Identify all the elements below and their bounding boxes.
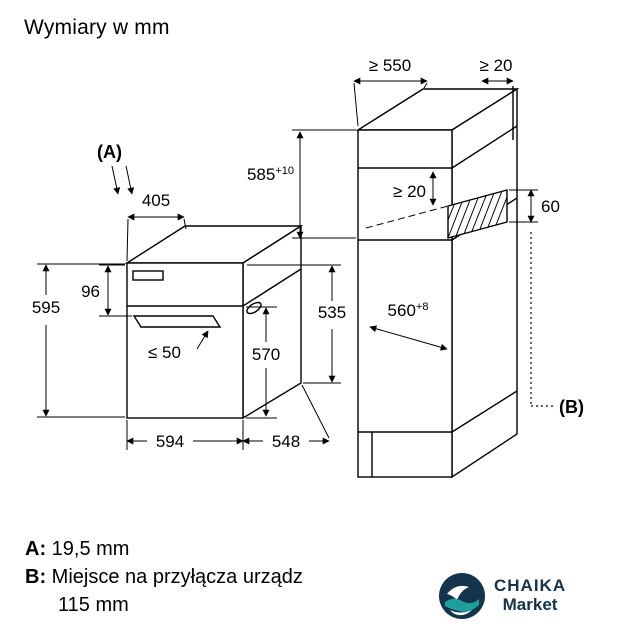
- note-b-text-2: 115 mm: [58, 594, 129, 616]
- note-b: B: Miejsce na przyłącza urządz: [25, 566, 303, 589]
- logo-line-2: Market: [502, 595, 558, 614]
- dim-560: 560+8: [369, 301, 448, 351]
- svg-text:535: 535: [318, 303, 346, 322]
- dim-callout-b: (B): [530, 232, 584, 417]
- chaika-logo-icon: [439, 573, 485, 619]
- logo-line-1: CHAIKA: [494, 576, 567, 596]
- note-b-key: B:: [25, 566, 47, 588]
- dim-595: 595: [32, 263, 125, 418]
- svg-text:≥ 550: ≥ 550: [369, 56, 411, 75]
- oven-display: [132, 270, 164, 281]
- oven-outline: [124, 224, 304, 420]
- svg-text:560+8: 560+8: [388, 301, 429, 320]
- dim-405: 405: [126, 191, 187, 262]
- svg-text:≤ 50: ≤ 50: [148, 343, 181, 362]
- svg-text:585+10: 585+10: [247, 165, 294, 184]
- cabinet-outline: [355, 86, 520, 479]
- dim-ge-20-top: ≥ 20: [480, 56, 514, 85]
- note-b-text: Miejsce na przyłącza urządz: [46, 566, 303, 588]
- dim-ge-20-inner: ≥ 20: [393, 171, 437, 206]
- oven-front-face: [126, 262, 244, 419]
- svg-text:570: 570: [252, 345, 280, 364]
- oven-door-handle: [132, 315, 222, 328]
- svg-text:(B): (B): [559, 397, 584, 417]
- dim-ge-550: ≥ 550: [353, 56, 428, 127]
- note-a: A: 19,5 mm: [25, 538, 129, 561]
- vent-hidden-edge: [365, 205, 449, 229]
- dim-60: 60: [509, 189, 560, 223]
- svg-text:594: 594: [156, 432, 184, 451]
- note-a-key: A:: [25, 538, 47, 560]
- dim-594: 594: [126, 420, 244, 451]
- svg-text:60: 60: [541, 197, 560, 216]
- svg-text:96: 96: [81, 282, 100, 301]
- svg-text:≥ 20: ≥ 20: [480, 56, 513, 75]
- dim-535: 535: [247, 264, 346, 384]
- logo-text: CHAIKA Market: [494, 577, 566, 614]
- dim-le-50: ≤ 50: [148, 330, 209, 362]
- page-title: Wymiary w mm: [24, 16, 170, 39]
- oven-latch: [246, 301, 262, 315]
- dim-callout-a: (A): [97, 142, 135, 195]
- svg-text:548: 548: [272, 432, 300, 451]
- svg-text:405: 405: [142, 191, 170, 210]
- dim-570: 570: [246, 306, 280, 419]
- svg-text:(A): (A): [97, 142, 122, 162]
- dim-585: 585+10: [247, 129, 356, 239]
- chaika-market-logo: CHAIKA Market: [436, 570, 573, 622]
- note-a-text: 19,5 mm: [46, 538, 130, 560]
- svg-text:≥ 20: ≥ 20: [393, 182, 426, 201]
- svg-text:595: 595: [32, 298, 60, 317]
- dim-548: 548: [242, 384, 330, 451]
- dim-96: 96: [81, 264, 132, 317]
- vent-hatch-area: [447, 189, 508, 239]
